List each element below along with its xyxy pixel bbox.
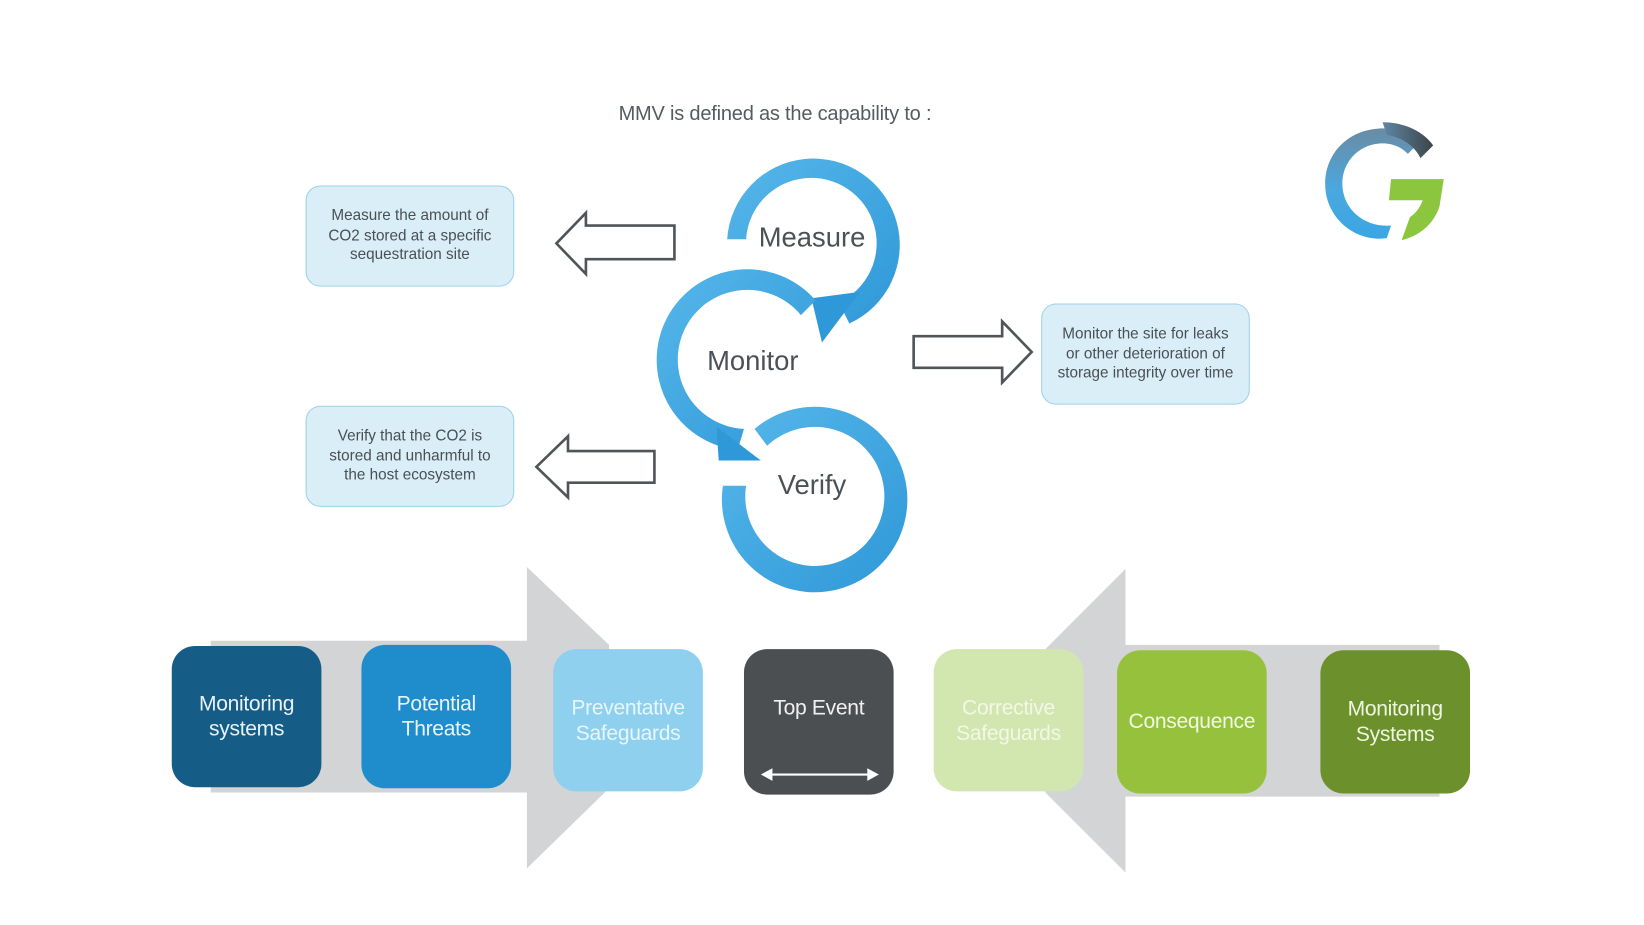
monitor-description-text: Monitor the site for leaks or other dete… — [1057, 325, 1234, 382]
slide-title: MMV is defined as the capability to : — [618, 103, 932, 126]
arrow-left-verify-icon — [534, 433, 656, 501]
arrow-left-measure-icon — [554, 209, 676, 278]
block-label: Potential Threats — [396, 692, 476, 741]
measure-description-text: Measure the amount of CO2 stored at a sp… — [328, 207, 492, 264]
block-label: Preventative Safeguards — [571, 696, 685, 745]
cycle-label-measure: Measure — [758, 221, 866, 253]
block-top-event: Top Event — [743, 649, 894, 795]
block-label: Monitoring systems — [198, 692, 295, 741]
mmv-cycle-graphic — [656, 158, 908, 593]
monitor-description: Monitor the site for leaks or other dete… — [1041, 303, 1250, 405]
verify-description-text: Verify that the CO2 is stored and unharm… — [329, 428, 491, 484]
double-arrow-icon — [760, 768, 879, 781]
monitor-ring-arc — [656, 269, 816, 450]
cycle-label-monitor: Monitor — [707, 344, 799, 377]
block-label: Monitoring Systems — [1347, 697, 1444, 747]
monitor-ring-arrowhead — [716, 426, 761, 461]
block-potential-threats: Potential Threats — [361, 644, 512, 789]
block-monitoring-systems-right: Monitoring Systems — [1320, 650, 1471, 794]
block-corrective-safeguards: Corrective Safeguards — [933, 649, 1084, 792]
measure-ring-arrowhead — [811, 291, 860, 343]
arrow-right-monitor-icon — [912, 318, 1034, 386]
measure-description: Measure the amount of CO2 stored at a sp… — [305, 185, 515, 287]
block-monitoring-systems-left: Monitoring systems — [171, 645, 322, 788]
cycle-label-verify: Verify — [777, 468, 847, 501]
verify-description: Verify that the CO2 is stored and unharm… — [305, 405, 515, 507]
g-swirl-logo-icon — [1325, 122, 1444, 241]
block-label: Consequence — [1128, 710, 1256, 734]
block-consequence: Consequence — [1117, 650, 1267, 794]
block-preventative-safeguards: Preventative Safeguards — [553, 649, 703, 792]
block-label: Corrective Safeguards — [956, 696, 1061, 745]
block-label: Top Event — [773, 696, 865, 720]
